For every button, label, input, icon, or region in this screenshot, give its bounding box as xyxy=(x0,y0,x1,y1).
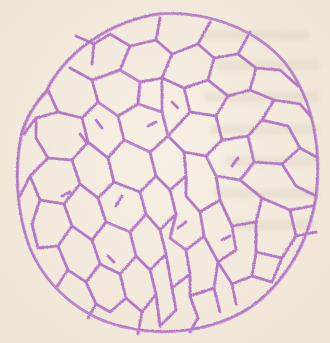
specimen-image xyxy=(0,0,330,343)
paper-background xyxy=(0,0,330,343)
